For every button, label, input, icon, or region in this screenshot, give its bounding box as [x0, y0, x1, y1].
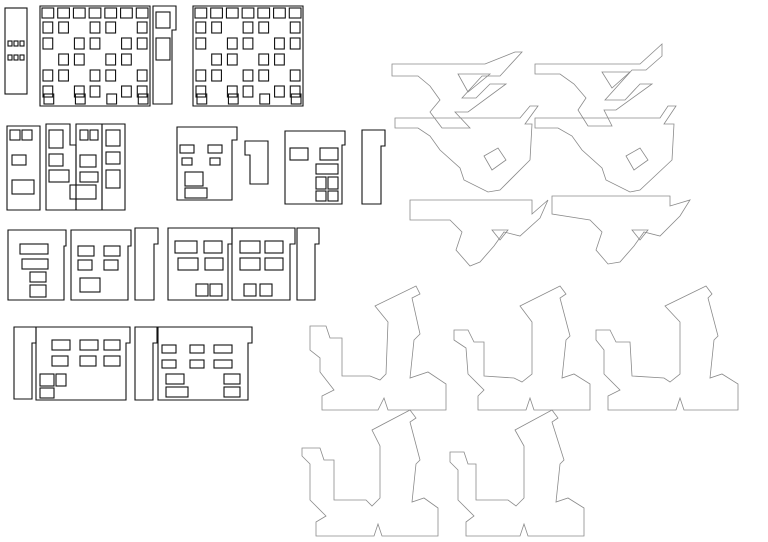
site-outline-l5	[449, 409, 585, 537]
site-outline-z2	[534, 43, 663, 127]
floor-plan-tower-e	[296, 227, 320, 301]
floor-plan-unit-d1	[7, 229, 67, 301]
site-outline-z3	[394, 105, 539, 193]
floor-plan-strip-a	[4, 7, 28, 95]
site-outline-l1	[309, 285, 447, 411]
floor-plan-unit-e1	[167, 227, 233, 301]
floor-plan-unit-c	[284, 130, 346, 205]
site-outline-group-upper	[391, 43, 691, 267]
floor-plan-unit-b	[176, 126, 238, 201]
plan-group-row-4	[13, 326, 253, 401]
site-outline-group-lower	[301, 285, 739, 537]
floor-plan-core-b	[244, 140, 269, 185]
floor-plan-tower-f	[13, 326, 37, 400]
site-outline-z5	[409, 199, 549, 267]
floor-plan-stack-left	[6, 123, 126, 211]
site-outline-l2	[453, 285, 591, 411]
floor-plan-block-2	[192, 5, 304, 107]
site-outline-z1	[391, 51, 523, 129]
floor-plan-tower-1	[152, 5, 177, 105]
floor-plan-tower-g	[134, 326, 158, 401]
floor-plan-block-1	[39, 5, 151, 107]
site-outline-z4	[534, 105, 677, 193]
floor-plan-unit-e2	[231, 227, 296, 301]
site-outline-l4	[301, 409, 439, 537]
plan-group-row-3	[7, 227, 320, 301]
plan-group-row-2	[6, 123, 386, 211]
floor-plan-unit-d2	[70, 229, 132, 301]
floor-plan-unit-g	[157, 326, 253, 401]
site-outline-l3	[595, 285, 739, 411]
floor-plan-unit-f	[35, 326, 131, 401]
site-outline-z6	[551, 195, 691, 265]
floor-plan-tower-d	[134, 227, 159, 301]
plan-group-row-1	[4, 5, 304, 107]
floor-plan-tower-c	[361, 129, 386, 205]
